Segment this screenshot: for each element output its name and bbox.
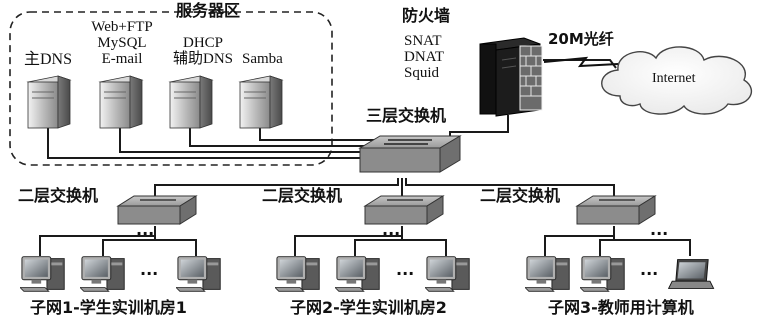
firewall-snat: SNAT	[404, 33, 442, 49]
access-switch-device-1	[116, 195, 198, 225]
core-switch-device	[358, 135, 462, 173]
server-label-dhcp-block: DHCP 辅助DNS	[160, 35, 246, 68]
subnet3-ellipsis-top: ...	[650, 220, 669, 239]
core-switch-label: 三层交换机	[366, 106, 447, 125]
server-label-web-ftp: Web+FTP	[91, 19, 153, 35]
firewall-squid: Squid	[404, 64, 440, 81]
pc-subnet3-b	[580, 256, 625, 292]
server-label-samba: Samba	[242, 51, 283, 67]
access-switch-label-2: 二层交换机	[262, 186, 343, 205]
pc-subnet1-a	[20, 256, 65, 292]
server-label-email: E-mail	[101, 50, 143, 67]
server-dns-primary	[26, 75, 72, 129]
access-switch-label-3: 二层交换机	[480, 186, 561, 205]
server-label-mysql: MySQL	[97, 34, 147, 51]
pc-subnet2-c	[425, 256, 470, 292]
laptop-subnet3	[668, 259, 715, 289]
server-dhcp-dns-secondary	[168, 75, 214, 129]
server-samba	[238, 75, 284, 129]
pc-subnet2-b	[335, 256, 380, 292]
server-web-ftp-mysql-email	[98, 75, 144, 129]
pc-subnet2-a	[275, 256, 320, 292]
internet-cloud-icon	[601, 46, 752, 115]
server-label-dhcp: DHCP	[182, 35, 223, 51]
firewall-device	[479, 37, 543, 117]
firewall-title: 防火墙	[402, 6, 451, 25]
internet-label: Internet	[652, 71, 696, 86]
access-switch-label-1: 二层交换机	[18, 186, 99, 205]
subnet2-ellipsis-bottom: ...	[396, 260, 415, 279]
pc-subnet1-b	[80, 256, 125, 292]
pc-subnet3-a	[525, 256, 570, 292]
access-switch-device-2	[363, 195, 445, 225]
fiber-link-label: 20M光纤	[548, 30, 614, 48]
subnet1-ellipsis-top: ...	[136, 220, 155, 239]
subnet2-label: 子网2-学生实训机房2	[290, 298, 447, 317]
subnet3-label: 子网3-教师用计算机	[548, 298, 694, 317]
subnet2-ellipsis-top: ...	[382, 220, 401, 239]
pc-subnet1-c	[176, 256, 221, 292]
subnet1-ellipsis-bottom: ...	[140, 260, 159, 279]
access-switch-device-3	[575, 195, 657, 225]
server-area-title: 服务器区	[176, 1, 241, 20]
subnet1-label: 子网1-学生实训机房1	[30, 298, 187, 317]
firewall-functions: SNAT DNAT Squid	[404, 33, 444, 81]
fiber-link-icon	[543, 56, 619, 68]
server-label-web-block: Web+FTP MySQL E-mail	[86, 19, 158, 67]
server-label-dns-primary: 主DNS	[24, 51, 73, 68]
server-label-dns-secondary: 辅助DNS	[172, 50, 233, 67]
firewall-dnat: DNAT	[404, 48, 444, 65]
subnet3-ellipsis-bottom: ...	[640, 260, 659, 279]
